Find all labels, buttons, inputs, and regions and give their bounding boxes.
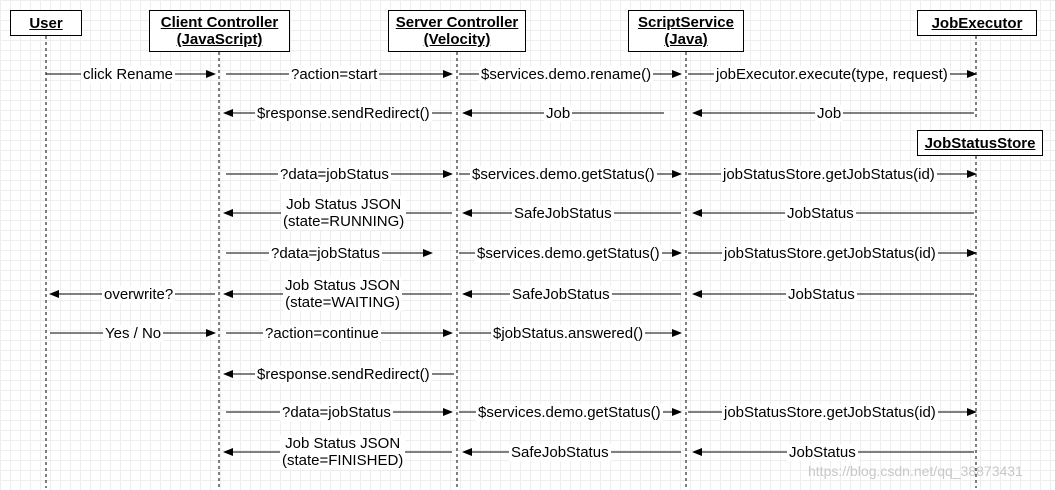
actor-name: Client Controller: [160, 14, 279, 31]
actor-store: JobStatusStore: [917, 130, 1043, 156]
message-label: Job: [544, 105, 573, 122]
actor-subtitle: (Java): [664, 31, 708, 48]
message-label: Job: [815, 105, 844, 122]
watermark: https://blog.csdn.net/qq_38873431: [808, 463, 1023, 479]
message-label: ?data=jobStatus: [269, 245, 382, 262]
message-label: $jobStatus.answered(): [491, 325, 646, 342]
message-label: $response.sendRedirect(): [255, 105, 432, 122]
message-label: overwrite?: [102, 286, 176, 303]
message-label: Job Status JSON(state=FINISHED): [280, 435, 406, 469]
message-label-line1: $response.sendRedirect(): [257, 105, 430, 122]
actor-subtitle: (JavaScript): [176, 31, 263, 48]
message-label-line1: $services.demo.getStatus(): [478, 404, 661, 421]
actor-name: JobExecutor: [931, 14, 1023, 32]
message-label: SafeJobStatus: [509, 444, 611, 461]
message-label: jobStatusStore.getJobStatus(id): [722, 404, 938, 421]
message-label-line2: (state=FINISHED): [282, 452, 404, 469]
message-label-line1: JobStatus: [787, 205, 854, 222]
message-label: ?data=jobStatus: [280, 404, 393, 421]
message-label: ?data=jobStatus: [278, 166, 391, 183]
message-label: Job Status JSON(state=WAITING): [283, 277, 403, 311]
message-label-line1: $services.demo.rename(): [481, 66, 652, 83]
message-label: jobExecutor.execute(type, request): [714, 66, 950, 83]
actor-name: Server Controller: [395, 14, 519, 31]
message-label: $services.demo.getStatus(): [470, 166, 657, 183]
message-label-line1: Yes / No: [105, 325, 162, 342]
actor-name: JobStatusStore: [924, 134, 1036, 152]
message-label: $services.demo.rename(): [479, 66, 654, 83]
message-label: SafeJobStatus: [510, 286, 612, 303]
message-label: $services.demo.getStatus(): [476, 404, 663, 421]
message-label: jobStatusStore.getJobStatus(id): [721, 166, 937, 183]
message-label-line1: jobStatusStore.getJobStatus(id): [723, 166, 935, 183]
message-label: $response.sendRedirect(): [255, 366, 432, 383]
actor-name: ScriptService: [638, 14, 734, 31]
message-label: ?action=continue: [263, 325, 381, 342]
message-label-line1: ?action=start: [291, 66, 378, 83]
message-label-line1: ?data=jobStatus: [271, 245, 380, 262]
message-label: $services.demo.getStatus(): [475, 245, 662, 262]
actor-executor: JobExecutor: [917, 10, 1037, 36]
message-label-line1: $services.demo.getStatus(): [477, 245, 660, 262]
message-label-line1: $services.demo.getStatus(): [472, 166, 655, 183]
message-label-line1: jobStatusStore.getJobStatus(id): [724, 245, 936, 262]
message-label: JobStatus: [785, 205, 856, 222]
message-label: jobStatusStore.getJobStatus(id): [722, 245, 938, 262]
actor-subtitle: (Velocity): [423, 31, 491, 48]
message-label-line1: Job: [817, 105, 842, 122]
message-label-line1: SafeJobStatus: [514, 205, 612, 222]
actor-script: ScriptService(Java): [628, 10, 744, 52]
actor-name: User: [29, 14, 63, 32]
message-label-line1: JobStatus: [789, 444, 856, 461]
message-label-line1: ?data=jobStatus: [280, 166, 389, 183]
message-label-line1: Job: [546, 105, 571, 122]
actor-client: Client Controller(JavaScript): [149, 10, 290, 52]
message-label-line1: Job Status JSON: [285, 435, 401, 452]
message-label-line1: ?action=continue: [265, 325, 379, 342]
message-label: click Rename: [81, 66, 176, 83]
message-label: ?action=start: [289, 66, 380, 83]
message-label-line1: SafeJobStatus: [511, 444, 609, 461]
message-label-line2: (state=WAITING): [285, 294, 400, 311]
message-label-line2: (state=RUNNING): [283, 213, 405, 230]
actor-server: Server Controller(Velocity): [388, 10, 526, 52]
message-label: Yes / No: [103, 325, 164, 342]
message-label-line1: jobStatusStore.getJobStatus(id): [724, 404, 936, 421]
message-label-line1: overwrite?: [104, 286, 174, 303]
message-label-line1: Job Status JSON: [285, 277, 401, 294]
message-label-line1: jobExecutor.execute(type, request): [716, 66, 948, 83]
message-label: Job Status JSON(state=RUNNING): [281, 196, 407, 230]
message-label: SafeJobStatus: [512, 205, 614, 222]
message-label-line1: SafeJobStatus: [512, 286, 610, 303]
message-label: JobStatus: [787, 444, 858, 461]
message-label-line1: click Rename: [83, 66, 174, 83]
message-label-line1: ?data=jobStatus: [282, 404, 391, 421]
message-label-line1: Job Status JSON: [286, 196, 402, 213]
message-label-line1: $response.sendRedirect(): [257, 366, 430, 383]
message-label-line1: $jobStatus.answered(): [493, 325, 644, 342]
actor-user: User: [10, 10, 82, 36]
message-label: JobStatus: [786, 286, 857, 303]
message-label-line1: JobStatus: [788, 286, 855, 303]
